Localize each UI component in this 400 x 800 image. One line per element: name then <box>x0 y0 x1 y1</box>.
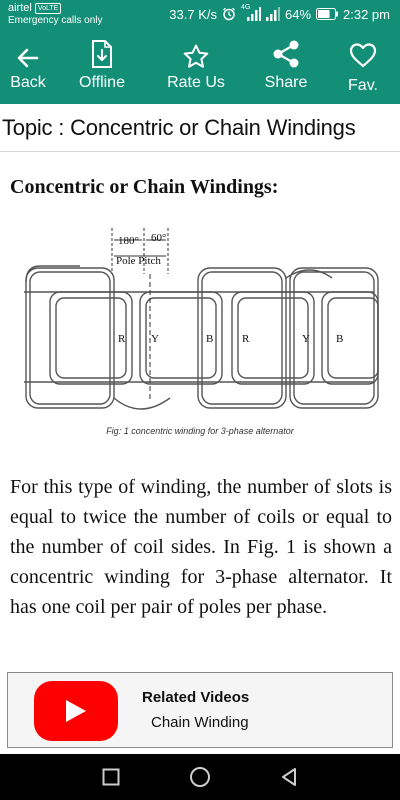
dim-180-label: 180° <box>118 235 139 247</box>
figure-caption: Fig: 1 concentric winding for 3-phase al… <box>106 426 295 436</box>
pole-pitch-label: Pole Pitch <box>116 255 161 267</box>
offline-label: Offline <box>79 74 125 91</box>
youtube-play-icon <box>34 681 118 741</box>
content-heading: Concentric or Chain Windings: <box>10 176 279 198</box>
net-speed: 33.7 K/s <box>169 6 217 22</box>
phase-label-b2: B <box>336 333 343 345</box>
related-videos-subtitle: Chain Winding <box>151 714 249 731</box>
battery-icon <box>316 8 339 20</box>
related-videos-title: Related Videos <box>142 689 250 706</box>
battery-percent: 64% <box>284 6 312 22</box>
status-right: 33.7 K/s 4G 64% 2:32 pm <box>169 0 390 28</box>
winding-figure: 180° 60° Pole Pitch R Y B R Y B Fig: 1 c… <box>20 222 380 444</box>
share-label: Share <box>264 74 308 91</box>
phase-label-b1: B <box>206 333 213 345</box>
download-file-icon <box>91 28 113 68</box>
back-triangle-icon[interactable] <box>276 764 302 790</box>
related-videos-card[interactable]: Related Videos Chain Winding <box>7 672 393 748</box>
favourite-button[interactable]: Fav. <box>340 28 386 104</box>
phase-label-y1: Y <box>151 333 159 345</box>
clock: 2:32 pm <box>343 6 390 22</box>
back-label: Back <box>10 74 46 91</box>
content-paragraph: For this type of winding, the number of … <box>10 476 392 618</box>
recents-square-icon[interactable] <box>98 764 124 790</box>
home-circle-icon[interactable] <box>187 764 213 790</box>
share-button[interactable]: Share <box>262 28 310 104</box>
topic-title: Topic : Concentric or Chain Windings <box>2 115 356 140</box>
dim-60-label: 60° <box>151 232 166 244</box>
heart-icon <box>349 28 377 68</box>
topic-header: Topic : Concentric or Chain Windings <box>0 104 400 152</box>
back-button[interactable]: Back <box>4 28 52 104</box>
navigation-bar <box>0 754 400 800</box>
arrow-left-icon <box>17 28 39 68</box>
alarm-icon <box>222 7 236 21</box>
toolbar: Back Offline Rate Us Share Fav. <box>0 28 400 104</box>
star-icon <box>183 28 209 68</box>
winding-diagram: 180° 60° Pole Pitch R Y B R Y B Fig: 1 c… <box>24 228 379 436</box>
phase-label-y2: Y <box>302 333 310 345</box>
share-icon <box>272 28 300 68</box>
signal-icon: 4G <box>240 4 261 21</box>
fav-label: Fav. <box>348 77 378 94</box>
rate-us-button[interactable]: Rate Us <box>166 28 226 104</box>
emergency-text: Emergency calls only <box>8 15 103 26</box>
offline-button[interactable]: Offline <box>76 28 128 104</box>
volte-badge: VoLTE <box>34 3 62 14</box>
phase-label-r1: R <box>118 333 126 345</box>
network-type: 4G <box>240 4 251 11</box>
rate-us-label: Rate Us <box>167 74 225 91</box>
signal-icon-2 <box>265 7 280 21</box>
phase-label-r2: R <box>242 333 250 345</box>
